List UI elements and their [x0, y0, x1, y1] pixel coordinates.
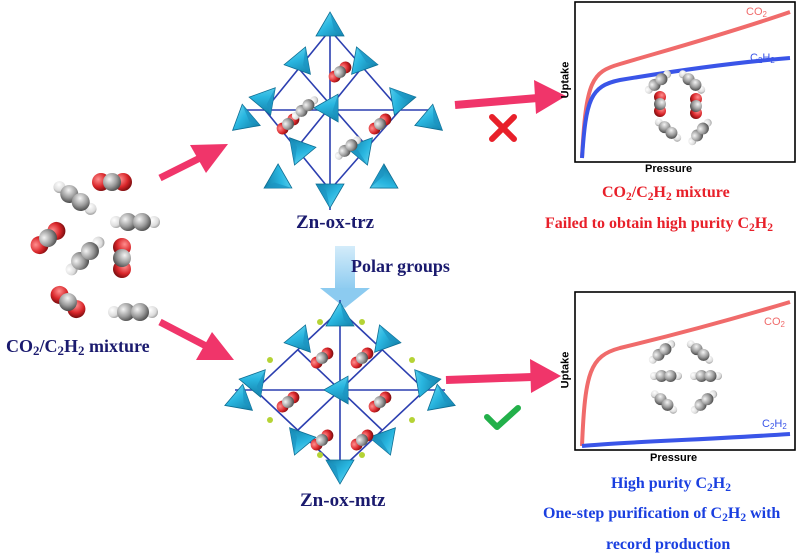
top-legend-co2: CO2 — [746, 6, 767, 19]
legend-text: C — [762, 418, 770, 430]
caption-sub: 2 — [647, 190, 654, 203]
polar-groups-label: Polar groups — [351, 256, 450, 276]
bottom-plot-ylabel: Uptake — [559, 351, 572, 389]
check-icon — [484, 405, 521, 430]
arrow-to-bottom-plot — [445, 359, 561, 393]
bottom-legend-co2: CO2 — [764, 316, 785, 329]
bottom-caption-1: High purity C2H2 — [611, 475, 731, 494]
arrow-to-mtz — [158, 318, 234, 360]
caption-sub: 2 — [767, 221, 774, 234]
top-legend-c2h2: C2H2 — [750, 52, 775, 65]
bottom-c2h2-isotherm — [581, 432, 791, 448]
mixture-label-sub: 2 — [77, 343, 85, 359]
legend-text: CO — [764, 316, 781, 328]
legend-text: C — [750, 52, 758, 64]
caption-sub: 2 — [725, 481, 731, 494]
caption-sub: 2 — [665, 190, 672, 203]
cross-icon — [489, 114, 517, 142]
zn-ox-mtz-structure — [224, 300, 456, 485]
bottom-plot-xlabel: Pressure — [650, 452, 698, 464]
caption-sub: 2 — [749, 221, 755, 234]
mixture-label-part: /C — [39, 336, 58, 356]
mixture-label: CO2/C2H2 mixture — [6, 336, 150, 359]
arrow-to-top-plot — [454, 80, 566, 114]
bottom-legend-c2h2: C2H2 — [762, 418, 787, 431]
bottom-co2-isotherm — [580, 300, 791, 447]
caption-part: H — [712, 475, 726, 492]
caption-part: High purity C — [611, 475, 708, 492]
mof-bottom-name: Zn-ox-mtz — [300, 490, 386, 511]
mixture-label-part: mixture — [84, 336, 150, 356]
mixture-label-sub: 2 — [33, 343, 40, 359]
bottom-caption-2: One-step purification of C2H2 with — [543, 505, 780, 524]
caption-part: mixture — [671, 184, 730, 201]
legend-text: H — [774, 418, 783, 430]
legend-text: CO — [746, 6, 763, 18]
polar-groups-arrow — [320, 246, 370, 308]
top-c2h2-isotherm — [580, 56, 791, 159]
caption-part: CO — [602, 184, 626, 201]
caption-part: with — [746, 505, 781, 522]
mof-top-name: Zn-ox-trz — [296, 212, 375, 233]
legend-sub: 2 — [762, 9, 767, 19]
caption-part: H — [653, 184, 666, 201]
top-co2-isotherm — [580, 10, 791, 159]
caption-part: H — [727, 505, 741, 522]
mixture-label-sub: 2 — [57, 343, 64, 359]
legend-sub: 2 — [770, 55, 775, 65]
top-caption-2: Failed to obtain high purity C2H2 — [545, 215, 773, 234]
caption-part: H — [754, 215, 768, 232]
caption-sub: 2 — [707, 481, 713, 494]
arrow-to-trz — [158, 144, 228, 182]
legend-sub: 2 — [769, 421, 775, 431]
legend-sub: 2 — [782, 421, 787, 431]
legend-text: H — [762, 52, 771, 64]
caption-sub: 2 — [740, 511, 747, 524]
zn-ox-trz-structure — [227, 11, 448, 210]
caption-part: One-step purification of C — [543, 505, 723, 522]
bottom-plot-frame — [574, 291, 796, 451]
top-plot-ylabel: Uptake — [559, 61, 572, 99]
caption-part: Failed to obtain high purity C — [545, 215, 750, 232]
mixture-label-part: CO — [6, 336, 33, 356]
top-plot-xlabel: Pressure — [645, 163, 693, 175]
bottom-caption-3: record production — [606, 536, 731, 553]
mixture-label-part: H — [63, 336, 78, 356]
caption-part: /C — [631, 184, 648, 201]
caption-sub: 2 — [722, 511, 728, 524]
legend-sub: 2 — [757, 55, 763, 65]
top-caption-1: CO2/C2H2 mixture — [602, 184, 730, 203]
legend-sub: 2 — [780, 319, 785, 329]
caption-sub: 2 — [626, 190, 632, 203]
